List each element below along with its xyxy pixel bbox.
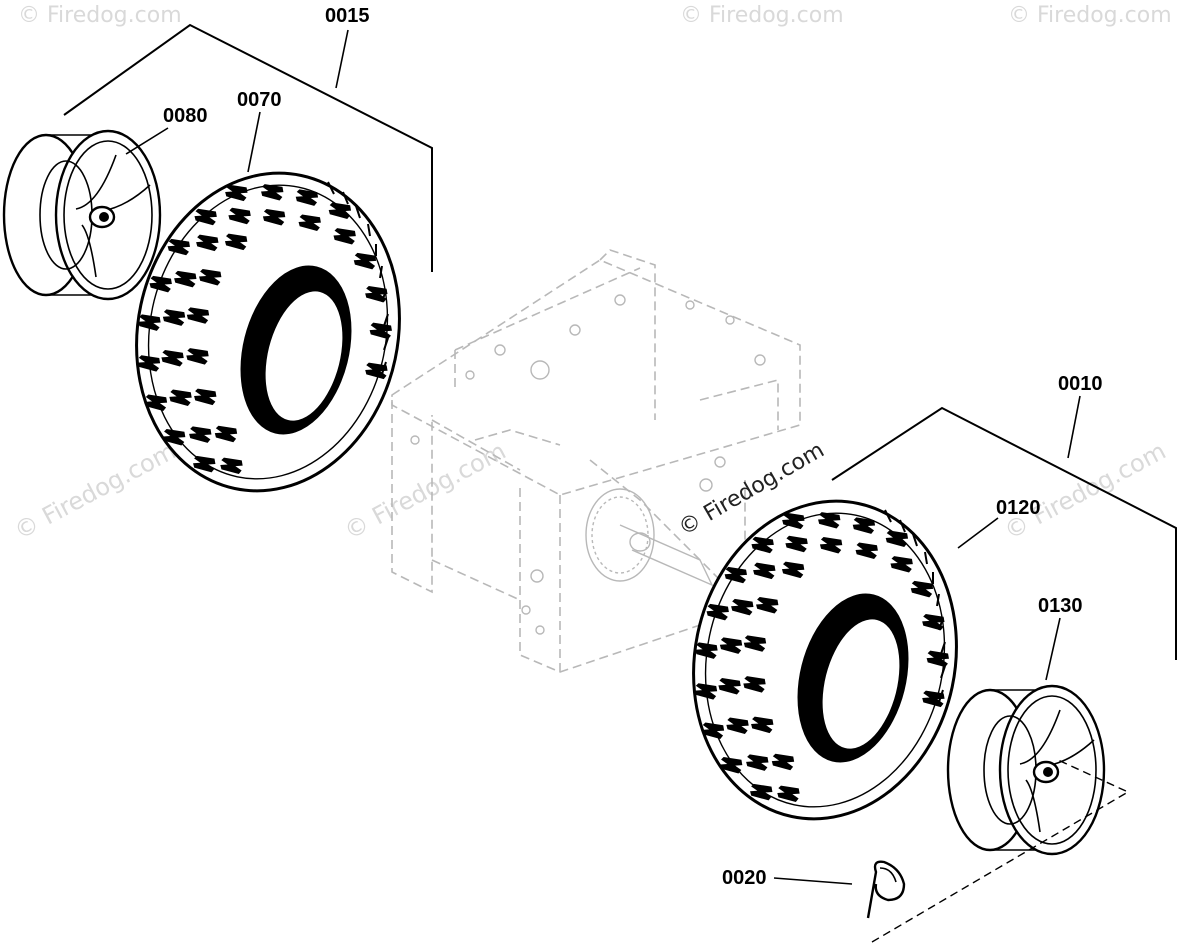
hairpin-clip xyxy=(866,860,906,919)
watermark-text: © Firedog.com xyxy=(680,3,844,28)
wheel-rim-left xyxy=(2,129,162,301)
leader-0120 xyxy=(957,517,999,549)
tire-right xyxy=(665,476,986,843)
leader-0080 xyxy=(125,127,169,155)
leader-0015 xyxy=(335,29,349,89)
leader-0130 xyxy=(1045,617,1061,681)
callout-0015: 0015 xyxy=(325,5,370,27)
bracket-0010 xyxy=(831,406,1177,660)
callout-0120: 0120 xyxy=(996,497,1041,519)
watermark-text: © Firedog.com xyxy=(1000,437,1171,546)
callout-0010: 0010 xyxy=(1058,373,1103,395)
watermark-text: © Firedog.com xyxy=(18,3,182,28)
watermark-text: © Firedog.com xyxy=(10,437,181,546)
watermark-text: © Firedog.com xyxy=(1008,3,1172,28)
wheel-rim-right xyxy=(946,684,1106,856)
watermark-text: © Firedog.com xyxy=(340,437,511,546)
callout-0080: 0080 xyxy=(163,105,208,127)
leader-0070 xyxy=(247,111,261,173)
bracket-0015 xyxy=(63,23,433,272)
assembly-centerline xyxy=(871,759,1130,943)
leader-0010 xyxy=(1067,395,1081,459)
callout-0020: 0020 xyxy=(722,867,767,889)
callout-0070: 0070 xyxy=(237,89,282,111)
leader-0020 xyxy=(773,877,853,885)
callout-0130: 0130 xyxy=(1038,595,1083,617)
